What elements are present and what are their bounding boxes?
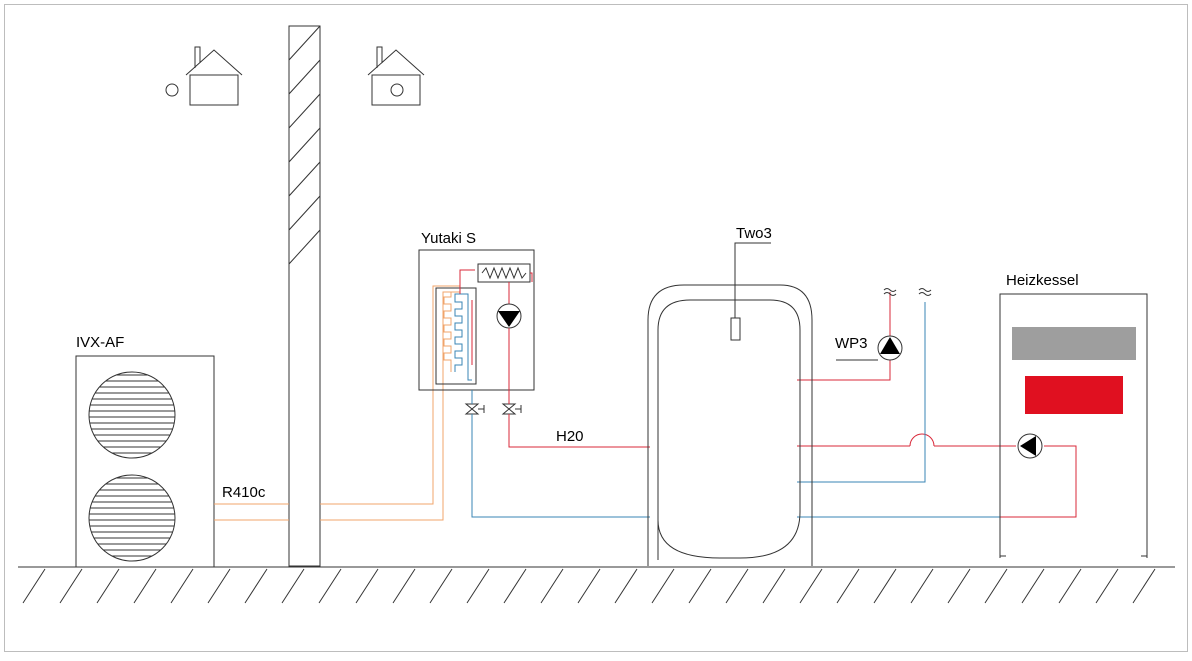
boiler-label: Heizkessel [1006, 272, 1079, 289]
refrigerant-label: R410c [222, 484, 266, 501]
circulation-pump-icon [496, 303, 522, 329]
supply-valve-icon [501, 403, 522, 415]
outdoor-house-icon [165, 46, 243, 106]
refrigerant-lines [214, 285, 460, 521]
return-lines [471, 302, 1000, 518]
heat-exchanger [443, 288, 473, 381]
indoor-house-icon [367, 46, 425, 106]
boiler-pump-icon [1017, 433, 1043, 459]
indoor-unit-label: Yutaki S [421, 230, 476, 247]
ground-line [18, 566, 1175, 604]
boiler [999, 293, 1148, 558]
water-label: H20 [556, 428, 584, 445]
pump-wp3-icon [836, 335, 903, 361]
building-wall [288, 25, 321, 567]
sensor-label: Two3 [736, 225, 772, 242]
outdoor-unit [75, 355, 215, 568]
pump-label: WP3 [835, 335, 868, 352]
supply-lines [508, 292, 1077, 518]
drawing-frame [4, 4, 1188, 652]
indoor-unit [418, 249, 535, 391]
outdoor-unit-label: IVX-AF [76, 334, 124, 351]
storage-tank [647, 284, 813, 566]
return-valve-icon [464, 403, 485, 415]
tank-sensor [730, 242, 771, 341]
boiler-display-gray [1012, 327, 1136, 360]
open-end-symbols [883, 288, 932, 296]
boiler-burner-red [1025, 376, 1123, 414]
